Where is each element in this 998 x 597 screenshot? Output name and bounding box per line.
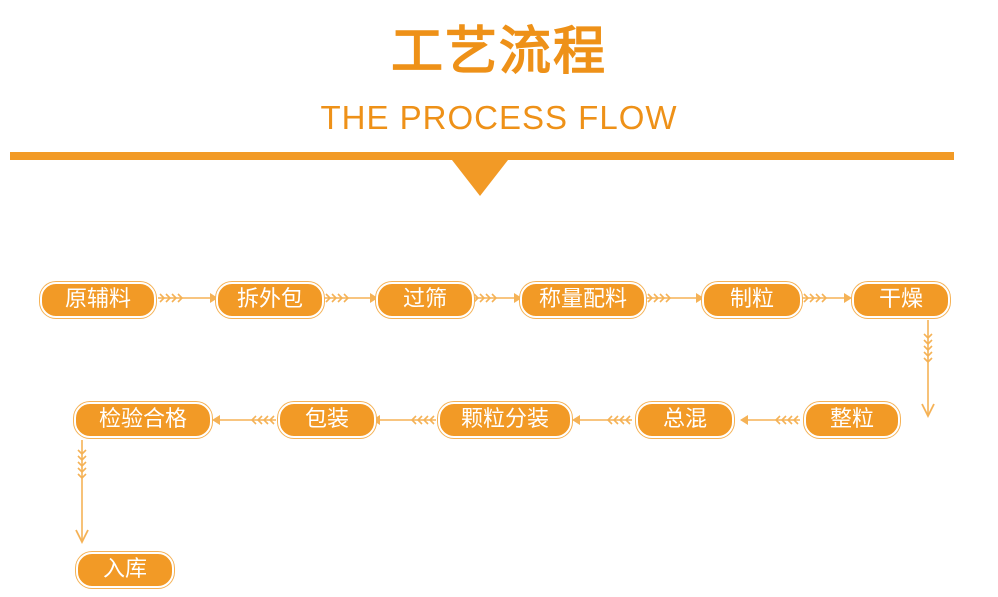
step-weigh-mix: 称量配料 [520,282,646,318]
arrow-4 [646,293,704,303]
step-dry: 干燥 [852,282,950,318]
step-unpack: 拆外包 [216,282,324,318]
step-package: 包装 [278,402,376,438]
step-inspect: 检验合格 [74,402,212,438]
arrow-2 [324,293,378,303]
arrow-10 [212,415,276,425]
step-granulate: 制粒 [702,282,802,318]
step-sieve: 过筛 [376,282,474,318]
step-total-mix: 总混 [636,402,734,438]
header-divider [10,152,954,160]
arrow-5 [802,293,852,303]
arrow-1 [158,293,218,303]
step-size-granules: 整粒 [804,402,900,438]
arrow-3 [472,293,522,303]
step-raw-materials: 原辅料 [40,282,156,318]
divider-down-arrow [452,160,508,196]
arrow-7 [740,415,800,425]
step-warehouse: 入库 [76,552,174,588]
arrow-8 [572,415,632,425]
arrow-9 [372,415,436,425]
arrow-6 [921,320,935,419]
step-granule-pack: 颗粒分装 [438,402,572,438]
arrow-11 [75,440,89,545]
page-subtitle: THE PROCESS FLOW [320,99,678,136]
page-title: 工艺流程 [390,22,607,82]
